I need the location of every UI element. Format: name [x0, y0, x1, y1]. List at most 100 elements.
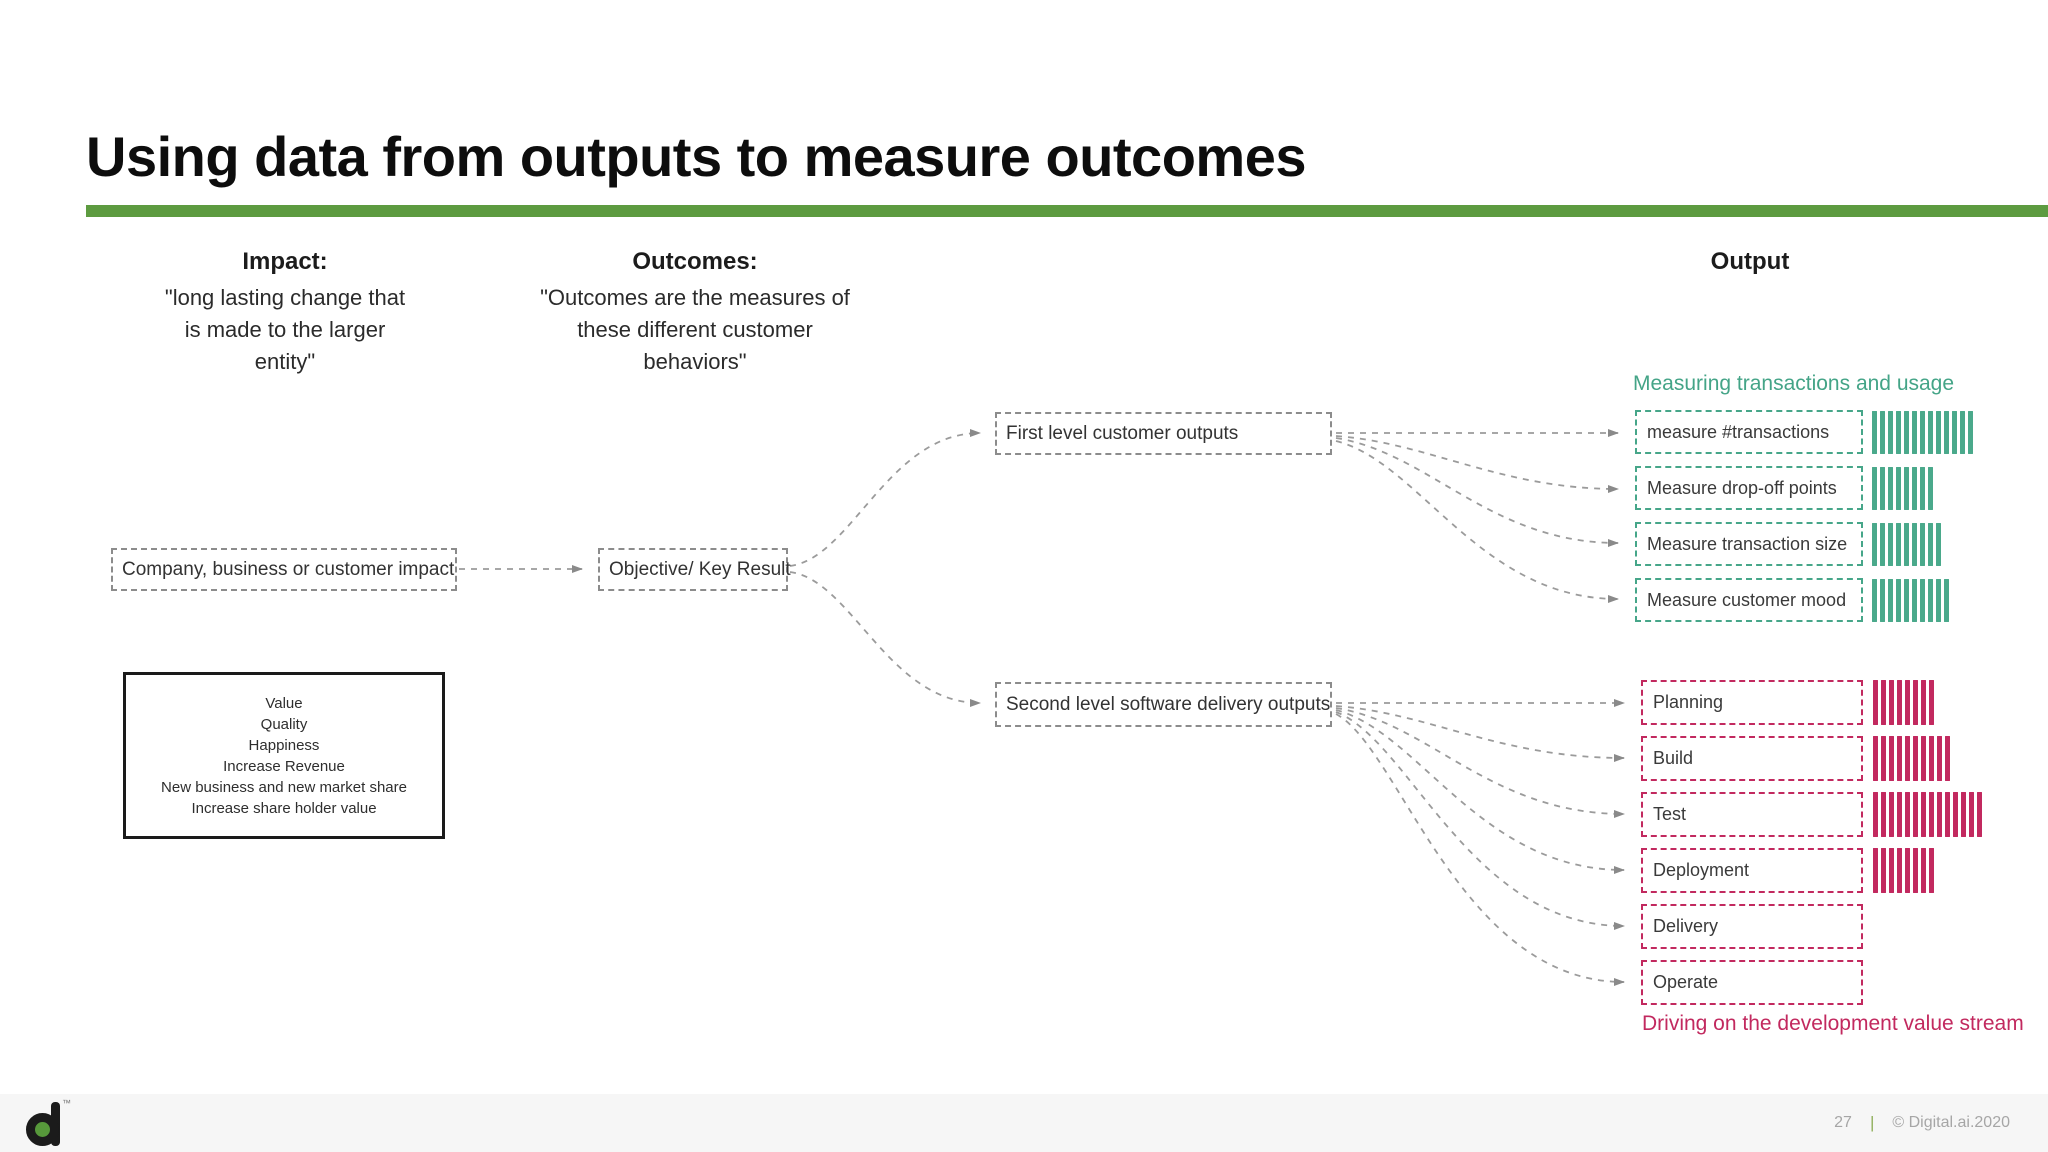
bar: [1912, 467, 1917, 510]
bar: [1888, 411, 1893, 454]
bar: [1945, 792, 1950, 837]
bar: [1928, 411, 1933, 454]
text-line: Happiness: [248, 736, 320, 754]
text-line: Quality: [260, 715, 308, 733]
text-line: "long lasting change that: [164, 285, 406, 310]
bar-strip-dropoff: [1872, 467, 1933, 510]
bar: [1873, 680, 1878, 725]
phase-label: Deployment: [1653, 860, 1750, 880]
okr-flow-label: Objective/ Key Result: [609, 558, 791, 580]
bar: [1912, 523, 1917, 566]
bar: [1904, 411, 1909, 454]
bar: [1896, 579, 1901, 622]
bar: [1873, 848, 1878, 893]
measure-box-transaction-size: Measure transaction size: [1635, 522, 1863, 566]
bar: [1904, 523, 1909, 566]
bar: [1969, 792, 1974, 837]
output-header: Output: [1710, 248, 1790, 275]
second-level-outputs-box: Second level software delivery outputs: [995, 682, 1332, 727]
bar: [1897, 848, 1902, 893]
bar: [1888, 523, 1893, 566]
first-level-outputs-box: First level customer outputs: [995, 412, 1332, 455]
measure-label: Measure transaction size: [1647, 533, 1848, 554]
bar: [1913, 848, 1918, 893]
bar: [1921, 680, 1926, 725]
bar: [1881, 736, 1886, 781]
phase-box-build: Build: [1641, 736, 1863, 781]
first-level-outputs-label: First level customer outputs: [1006, 422, 1239, 444]
second-level-outputs-label: Second level software delivery outputs: [1006, 693, 1331, 715]
bar: [1905, 848, 1910, 893]
bar: [1929, 680, 1934, 725]
phase-box-test: Test: [1641, 792, 1863, 837]
bar-strip-test: [1873, 792, 1982, 837]
bar: [1904, 467, 1909, 510]
bar: [1920, 411, 1925, 454]
bar: [1920, 467, 1925, 510]
bar: [1929, 792, 1934, 837]
bar-strip-transaction-size: [1872, 523, 1941, 566]
bar: [1881, 848, 1886, 893]
text-line: Increase share holder value: [191, 799, 377, 817]
bar: [1921, 792, 1926, 837]
bar: [1897, 792, 1902, 837]
bar-strip-build: [1873, 736, 1950, 781]
bar: [1929, 736, 1934, 781]
bar: [1872, 523, 1877, 566]
measure-label: measure #transactions: [1647, 421, 1830, 442]
copyright-text: © Digital.ai.2020: [1892, 1114, 2010, 1131]
trademark-symbol: ™: [62, 1098, 71, 1108]
bar: [1928, 579, 1933, 622]
text-line: Value: [265, 694, 303, 712]
bar: [1936, 411, 1941, 454]
text-line: these different customer: [577, 317, 813, 342]
bar-strip-planning: [1873, 680, 1934, 725]
measure-label: Measure customer mood: [1647, 589, 1847, 610]
bar: [1928, 467, 1933, 510]
bar: [1952, 411, 1957, 454]
bar: [1888, 579, 1893, 622]
footer-bar: ™ 27 | © Digital.ai.2020: [0, 1094, 2048, 1152]
bar: [1872, 411, 1877, 454]
bar: [1913, 736, 1918, 781]
measure-box-dropoff: Measure drop-off points: [1635, 466, 1863, 510]
bar: [1872, 467, 1877, 510]
driving-caption: Driving on the development value stream: [1642, 1012, 2024, 1035]
bar-strip-customer-mood: [1872, 579, 1949, 622]
text-line: behaviors": [643, 349, 747, 374]
impact-header: Impact:: [242, 248, 328, 275]
bar: [1944, 411, 1949, 454]
bar: [1896, 523, 1901, 566]
bar: [1928, 523, 1933, 566]
bar: [1945, 736, 1950, 781]
bar: [1912, 579, 1917, 622]
bar: [1880, 411, 1885, 454]
bar: [1904, 579, 1909, 622]
bar: [1960, 411, 1965, 454]
text-line: New business and new market share: [161, 778, 407, 796]
measure-box-customer-mood: Measure customer mood: [1635, 578, 1863, 622]
bar: [1937, 736, 1942, 781]
bar: [1881, 680, 1886, 725]
bar: [1896, 467, 1901, 510]
page-number: 27: [1834, 1114, 1852, 1131]
bar: [1977, 792, 1982, 837]
bar: [1936, 579, 1941, 622]
impact-flow-label: Company, business or customer impact: [122, 558, 455, 580]
phase-label: Test: [1653, 804, 1687, 824]
outcomes-header: Outcomes:: [632, 248, 758, 275]
measure-box-transactions: measure #transactions: [1635, 410, 1863, 454]
bar: [1880, 579, 1885, 622]
bar: [1873, 736, 1878, 781]
footer-meta: 27 | © Digital.ai.2020: [1834, 1094, 2010, 1152]
impact-flow-box: Company, business or customer impact: [111, 548, 457, 591]
bar: [1937, 792, 1942, 837]
bar: [1968, 411, 1973, 454]
text-line: is made to the larger: [184, 317, 386, 342]
bar: [1905, 736, 1910, 781]
bar: [1880, 467, 1885, 510]
digitalai-logo-icon: ™: [26, 1098, 71, 1146]
